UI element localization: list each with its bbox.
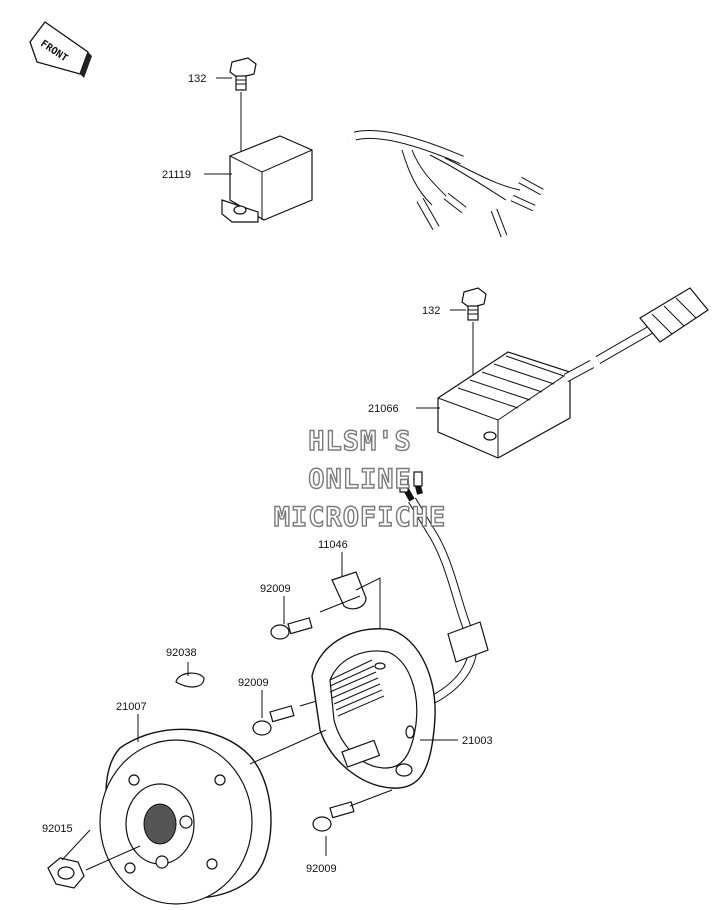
regulator-rectifier-21066 [437,287,709,459]
screw-92009-a [270,617,313,640]
label-11046: 11046 [318,539,348,551]
nut-92015 [47,845,141,889]
screw-92009-b [252,699,321,736]
watermark-line-1: HLSM'S [308,426,412,457]
stator-21003 [311,628,436,789]
leader-lines [61,77,466,861]
label-21007: 21007 [116,701,147,713]
part-labels: 132 21119 132 21066 11046 92009 92038 92… [42,73,493,875]
label-92038: 92038 [166,647,197,659]
label-92009-c: 92009 [306,863,337,875]
watermark: HLSM'S ONLINE MICROFICHE [273,425,447,533]
label-132-mid: 132 [422,305,440,317]
label-21003: 21003 [462,735,493,747]
front-arrow-icon: FRONT [29,21,92,78]
flywheel-21007 [99,728,327,905]
shim-92038 [175,672,205,688]
screw-92009-c [312,789,393,832]
label-92009-b: 92009 [238,677,269,689]
label-92009-a: 92009 [260,583,291,595]
label-92015: 92015 [42,823,73,835]
label-21066: 21066 [368,403,399,415]
watermark-line-3: MICROFICHE [274,502,447,533]
key-11046 [319,571,381,650]
label-21119: 21119 [162,169,191,181]
label-132-top: 132 [188,73,206,85]
cdi-unit-21119 [221,129,544,238]
stator-wire-harness [399,471,489,704]
watermark-line-2: ONLINE [308,464,412,495]
